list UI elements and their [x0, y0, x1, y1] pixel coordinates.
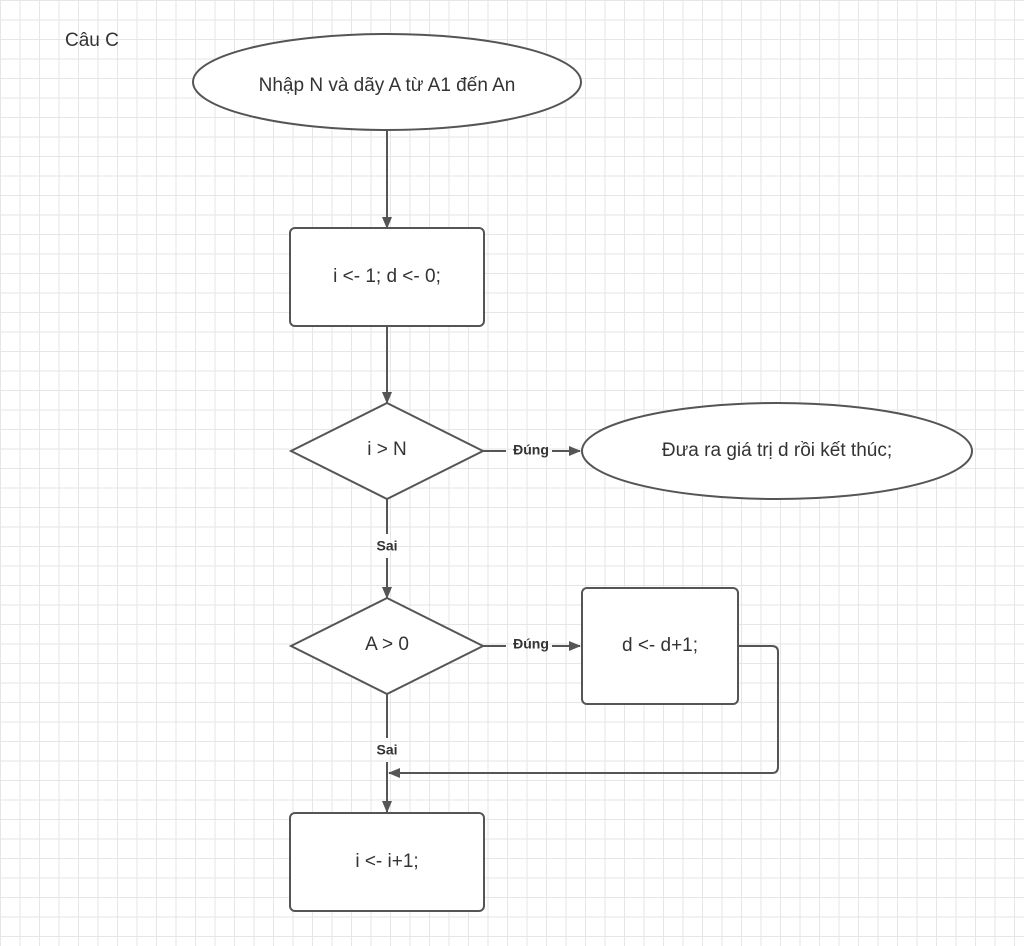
init-process-label: i <- 1; d <- 0; — [333, 266, 441, 287]
start-terminal-shape[interactable] — [192, 33, 582, 131]
start-terminal-label: Nhập N và dãy A từ A1 đến An — [259, 75, 516, 96]
edge-label-cond2-false: Sai — [376, 742, 397, 758]
cond2-decision-shape[interactable] — [288, 596, 486, 696]
edge-incd-to-merge — [388, 645, 779, 778]
edge-label-cond2-true: Đúng — [513, 636, 549, 652]
end-terminal-shape[interactable] — [581, 402, 973, 500]
edge-label-cond1-true: Đúng — [513, 442, 549, 458]
cond1-decision-label: i > N — [367, 439, 407, 460]
connectors — [382, 130, 779, 813]
inc-d-process-label: d <- d+1; — [622, 635, 698, 656]
cond2-decision-label: A > 0 — [365, 634, 409, 655]
init-process-shape[interactable] — [289, 227, 485, 327]
end-terminal-label: Đưa ra giá trị d rồi kết thúc; — [662, 440, 892, 461]
nodes — [192, 33, 973, 912]
corner-label: Câu C — [65, 30, 119, 51]
cond1-decision-shape[interactable] — [288, 401, 486, 501]
inc-d-process-shape[interactable] — [581, 587, 739, 705]
inc-i-process-shape[interactable] — [289, 812, 485, 912]
edge-label-cond1-false: Sai — [376, 538, 397, 554]
inc-i-process-label: i <- i+1; — [355, 851, 418, 872]
